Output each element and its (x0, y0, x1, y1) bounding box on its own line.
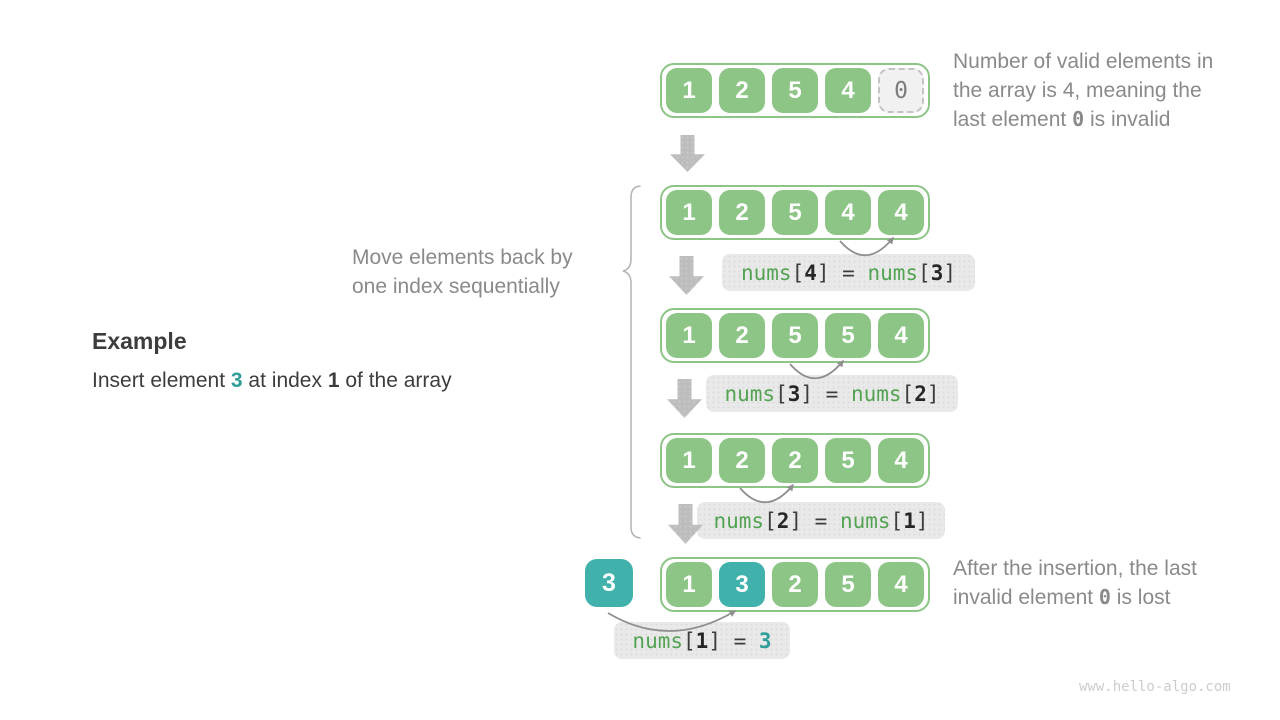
code-segment: ] (816, 260, 830, 285)
array-cell: 4 (878, 562, 924, 607)
example-description: Insert element 3 at index 1 of the array (92, 369, 452, 393)
code-segment: [ (775, 381, 788, 406)
array-cell: 2 (719, 313, 765, 358)
text-segment: at index (242, 369, 328, 392)
code-segment: nums (724, 381, 776, 406)
text-segment: Insert element (92, 369, 231, 392)
annotation-valid-elements: Number of valid elements in the array is … (953, 47, 1273, 134)
text-segment: of the array (339, 369, 452, 392)
array-cell-invalid: 0 (878, 68, 924, 113)
annotation-move-elements: Move elements back by one index sequentia… (352, 243, 622, 301)
code-segment: = (829, 260, 868, 285)
code-segment: 3 (758, 628, 772, 653)
curly-brace (622, 185, 641, 539)
code-segment: ] (800, 381, 814, 406)
text-segment: Move elements back by (352, 246, 573, 269)
copy-arrow-nums4 (839, 236, 894, 257)
code-segment: nums (850, 381, 902, 406)
array-cell-inserted: 3 (719, 562, 765, 607)
array-cell: 5 (772, 68, 818, 113)
code-segment: [ (683, 628, 696, 653)
operation-label-nums4: nums[4] = nums[3] (722, 254, 975, 291)
code-segment: ] (915, 508, 929, 533)
array-cell: 5 (772, 313, 818, 358)
code-segment: 2 (914, 381, 927, 406)
code-segment: nums (632, 628, 683, 653)
text-segment: 0 (1072, 107, 1085, 131)
array-cell: 1 (666, 313, 712, 358)
code-segment: ] (926, 381, 940, 406)
code-segment: 2 (776, 508, 790, 533)
array-cell: 2 (772, 562, 818, 607)
down-arrow-icon (670, 135, 705, 172)
code-segment: = (720, 628, 759, 653)
array-cell: 4 (825, 190, 871, 235)
code-segment: [ (764, 508, 777, 533)
text-segment: Number of valid elements in (953, 50, 1214, 73)
text-segment: one index sequentially (352, 275, 560, 298)
array-cell: 4 (825, 68, 871, 113)
array-cell: 1 (666, 68, 712, 113)
code-segment: 3 (930, 260, 944, 285)
code-segment: = (813, 381, 851, 406)
code-segment: ] (943, 260, 957, 285)
code-segment: 4 (804, 260, 817, 285)
operation-label-nums1: nums[1] = 3 (614, 622, 790, 659)
array-cell: 2 (719, 68, 765, 113)
array-cell: 4 (878, 438, 924, 483)
array-cell: 5 (825, 313, 871, 358)
annotation-after-insertion: After the insertion, the last invalid ele… (953, 554, 1263, 612)
array-cell: 5 (825, 438, 871, 483)
code-segment: 3 (787, 381, 801, 406)
operation-label-nums2: nums[2] = nums[1] (697, 502, 945, 539)
array-cell: 4 (878, 313, 924, 358)
text-segment: 3 (230, 369, 243, 392)
code-segment: nums (740, 260, 792, 285)
array-cell: 4 (878, 190, 924, 235)
operation-label-nums3: nums[3] = nums[2] (706, 375, 958, 412)
code-segment: [ (890, 508, 904, 533)
code-segment: [ (791, 260, 805, 285)
code-segment: 1 (903, 508, 916, 533)
code-segment: nums (867, 260, 919, 285)
array-cell: 1 (666, 562, 712, 607)
inserted-value-cell: 3 (585, 559, 633, 607)
text-segment: is invalid (1084, 108, 1171, 131)
code-segment: [ (901, 381, 915, 406)
array-cell: 2 (719, 438, 765, 483)
array-cell: 5 (825, 562, 871, 607)
array-cell: 2 (772, 438, 818, 483)
text-segment: the array is 4, meaning the (953, 79, 1202, 102)
text-segment: is lost (1110, 586, 1171, 609)
array-cell: 1 (666, 438, 712, 483)
down-arrow-icon (669, 256, 704, 295)
array-cell: 5 (772, 190, 818, 235)
example-heading: Example (92, 328, 187, 354)
example-block: Example Insert element 3 at index 1 of t… (92, 328, 452, 393)
code-segment: [ (918, 260, 931, 285)
text-segment: 1 (327, 369, 340, 392)
code-segment: 1 (695, 628, 709, 653)
text-segment: After the insertion, the last (953, 557, 1197, 580)
array-cell: 1 (666, 190, 712, 235)
code-segment: ] (789, 508, 803, 533)
code-segment: nums (713, 508, 765, 533)
watermark-url: www.hello-algo.com (1079, 679, 1231, 695)
code-segment: nums (839, 508, 891, 533)
code-segment: = (802, 508, 840, 533)
down-arrow-icon (667, 379, 702, 418)
text-segment: last element (953, 108, 1073, 131)
code-segment: ] (708, 628, 721, 653)
text-segment: invalid element (953, 586, 1099, 609)
array-cell: 2 (719, 190, 765, 235)
text-segment: 0 (1098, 585, 1111, 609)
